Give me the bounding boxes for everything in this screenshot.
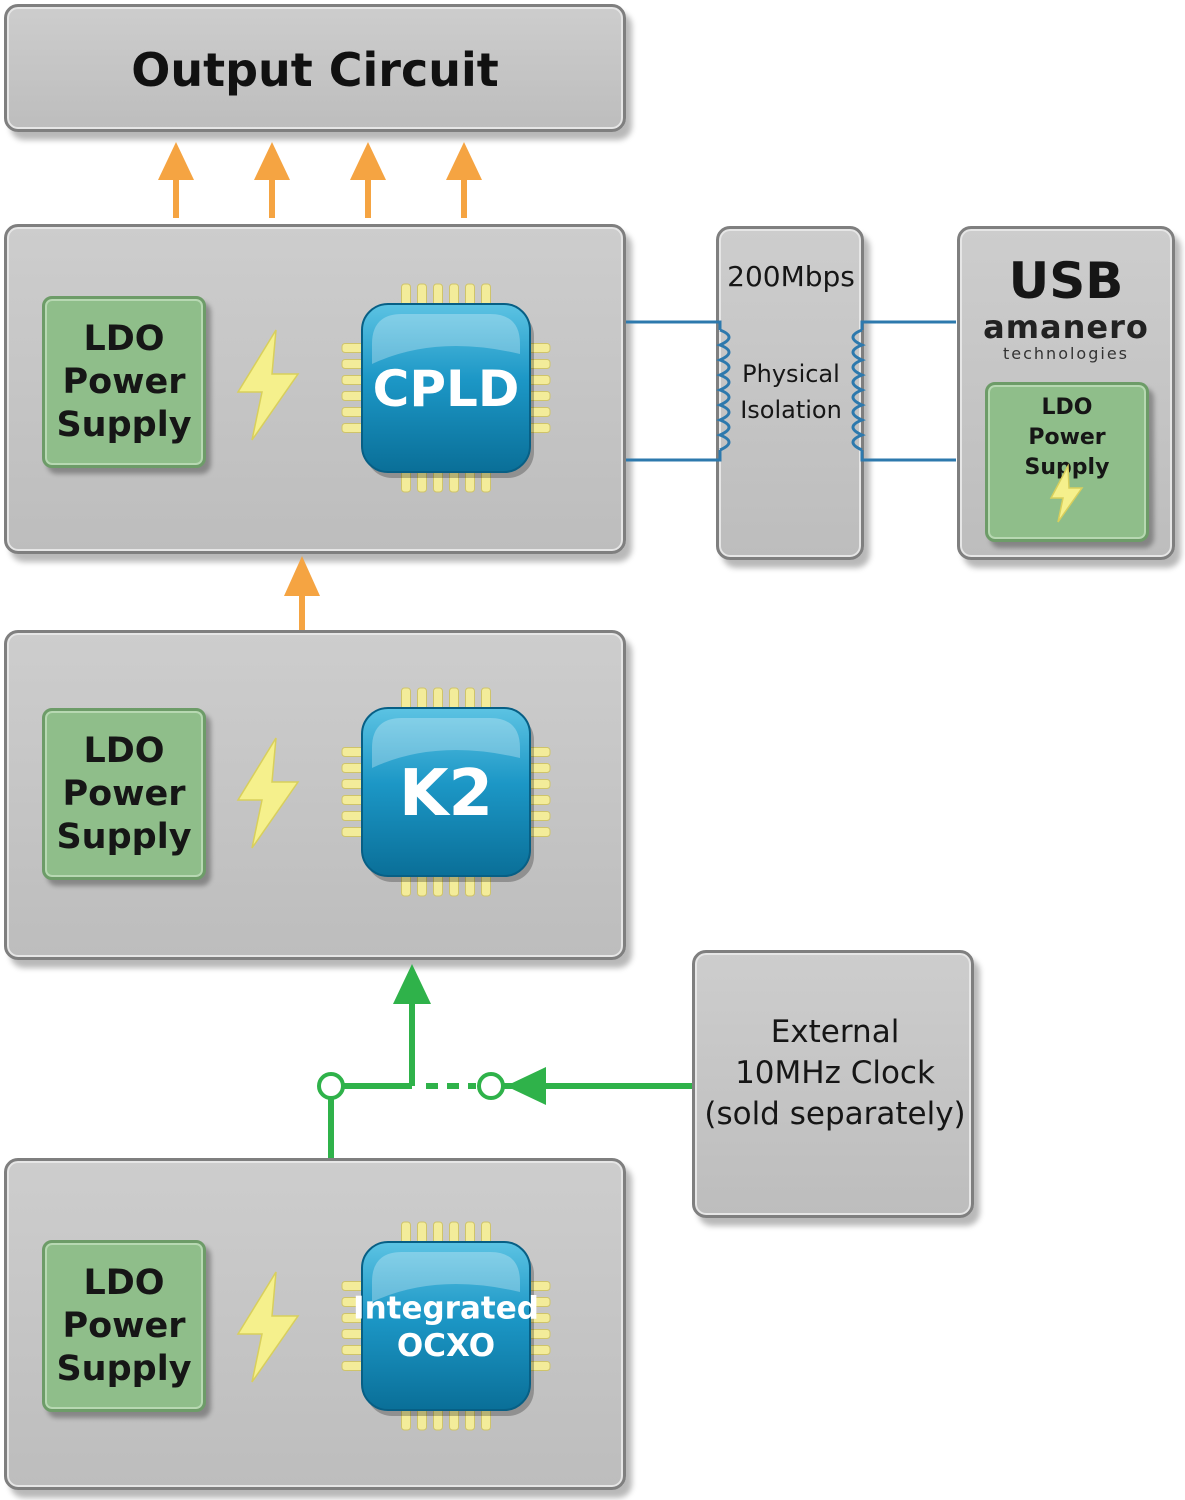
k2-chip-label: K2 xyxy=(399,757,493,831)
usb-title: USB xyxy=(1008,252,1124,310)
output-arrow-4 xyxy=(446,142,482,218)
amanero-logo: amanero xyxy=(983,308,1149,346)
ocxo-chip-body xyxy=(361,1241,531,1411)
isolation-speed: 200Mbps xyxy=(727,260,855,293)
ocxo-chip-label: Integrated xyxy=(353,1291,539,1327)
clock-to-k2-arrowhead xyxy=(393,964,431,1004)
cpld-chip-gloss xyxy=(372,314,520,364)
cpld-power-bolt-icon xyxy=(236,329,300,441)
k2-chip-body xyxy=(361,707,531,877)
physical-isolation-label: Physical Isolation xyxy=(740,360,842,424)
output-arrow-1 xyxy=(158,142,194,218)
k2-ldo-power-supply: LDO Power Supply xyxy=(42,708,206,880)
cpld-chip: CPLD xyxy=(341,283,551,493)
k2-to-cpld-arrow xyxy=(284,556,320,630)
output-arrow-2 xyxy=(254,142,290,218)
k2-chip: K2 xyxy=(341,687,551,897)
usb-power-bolt-icon xyxy=(1049,463,1084,523)
cpld-ldo-power-supply: LDO Power Supply xyxy=(42,296,206,468)
amanero-logo-sub: technologies xyxy=(1003,344,1129,363)
ocxo-chip-gloss xyxy=(372,1252,520,1302)
physical-isolation-panel xyxy=(716,226,864,560)
output-circuit-title: Output Circuit xyxy=(131,43,499,97)
k2-power-bolt-icon xyxy=(236,737,300,849)
cpld-chip-body xyxy=(361,303,531,473)
isolation-wires xyxy=(626,320,956,462)
external-clock-label: External 10MHz Clock (sold separately) xyxy=(704,1014,966,1132)
output-circuit-panel: Output Circuit xyxy=(4,4,626,132)
usb-ldo-power-supply: LDO Power Supply xyxy=(985,382,1149,542)
bolts xyxy=(236,329,1084,1383)
cpld-chip-label: CPLD xyxy=(373,360,520,418)
output-arrow-3 xyxy=(350,142,386,218)
external-clock-panel xyxy=(692,950,974,1218)
ocxo-ldo-power-supply: LDO Power Supply xyxy=(42,1240,206,1412)
external-clock-arrowhead xyxy=(506,1067,546,1105)
clock-switch xyxy=(317,964,692,1158)
switch-node-right xyxy=(477,1072,505,1100)
ocxo-power-bolt-icon xyxy=(236,1271,300,1383)
ocxo-chip-label: OCXO xyxy=(397,1328,495,1364)
k2-chip-gloss xyxy=(372,718,520,768)
switch-node-left xyxy=(317,1072,345,1100)
output-arrows xyxy=(158,142,482,630)
